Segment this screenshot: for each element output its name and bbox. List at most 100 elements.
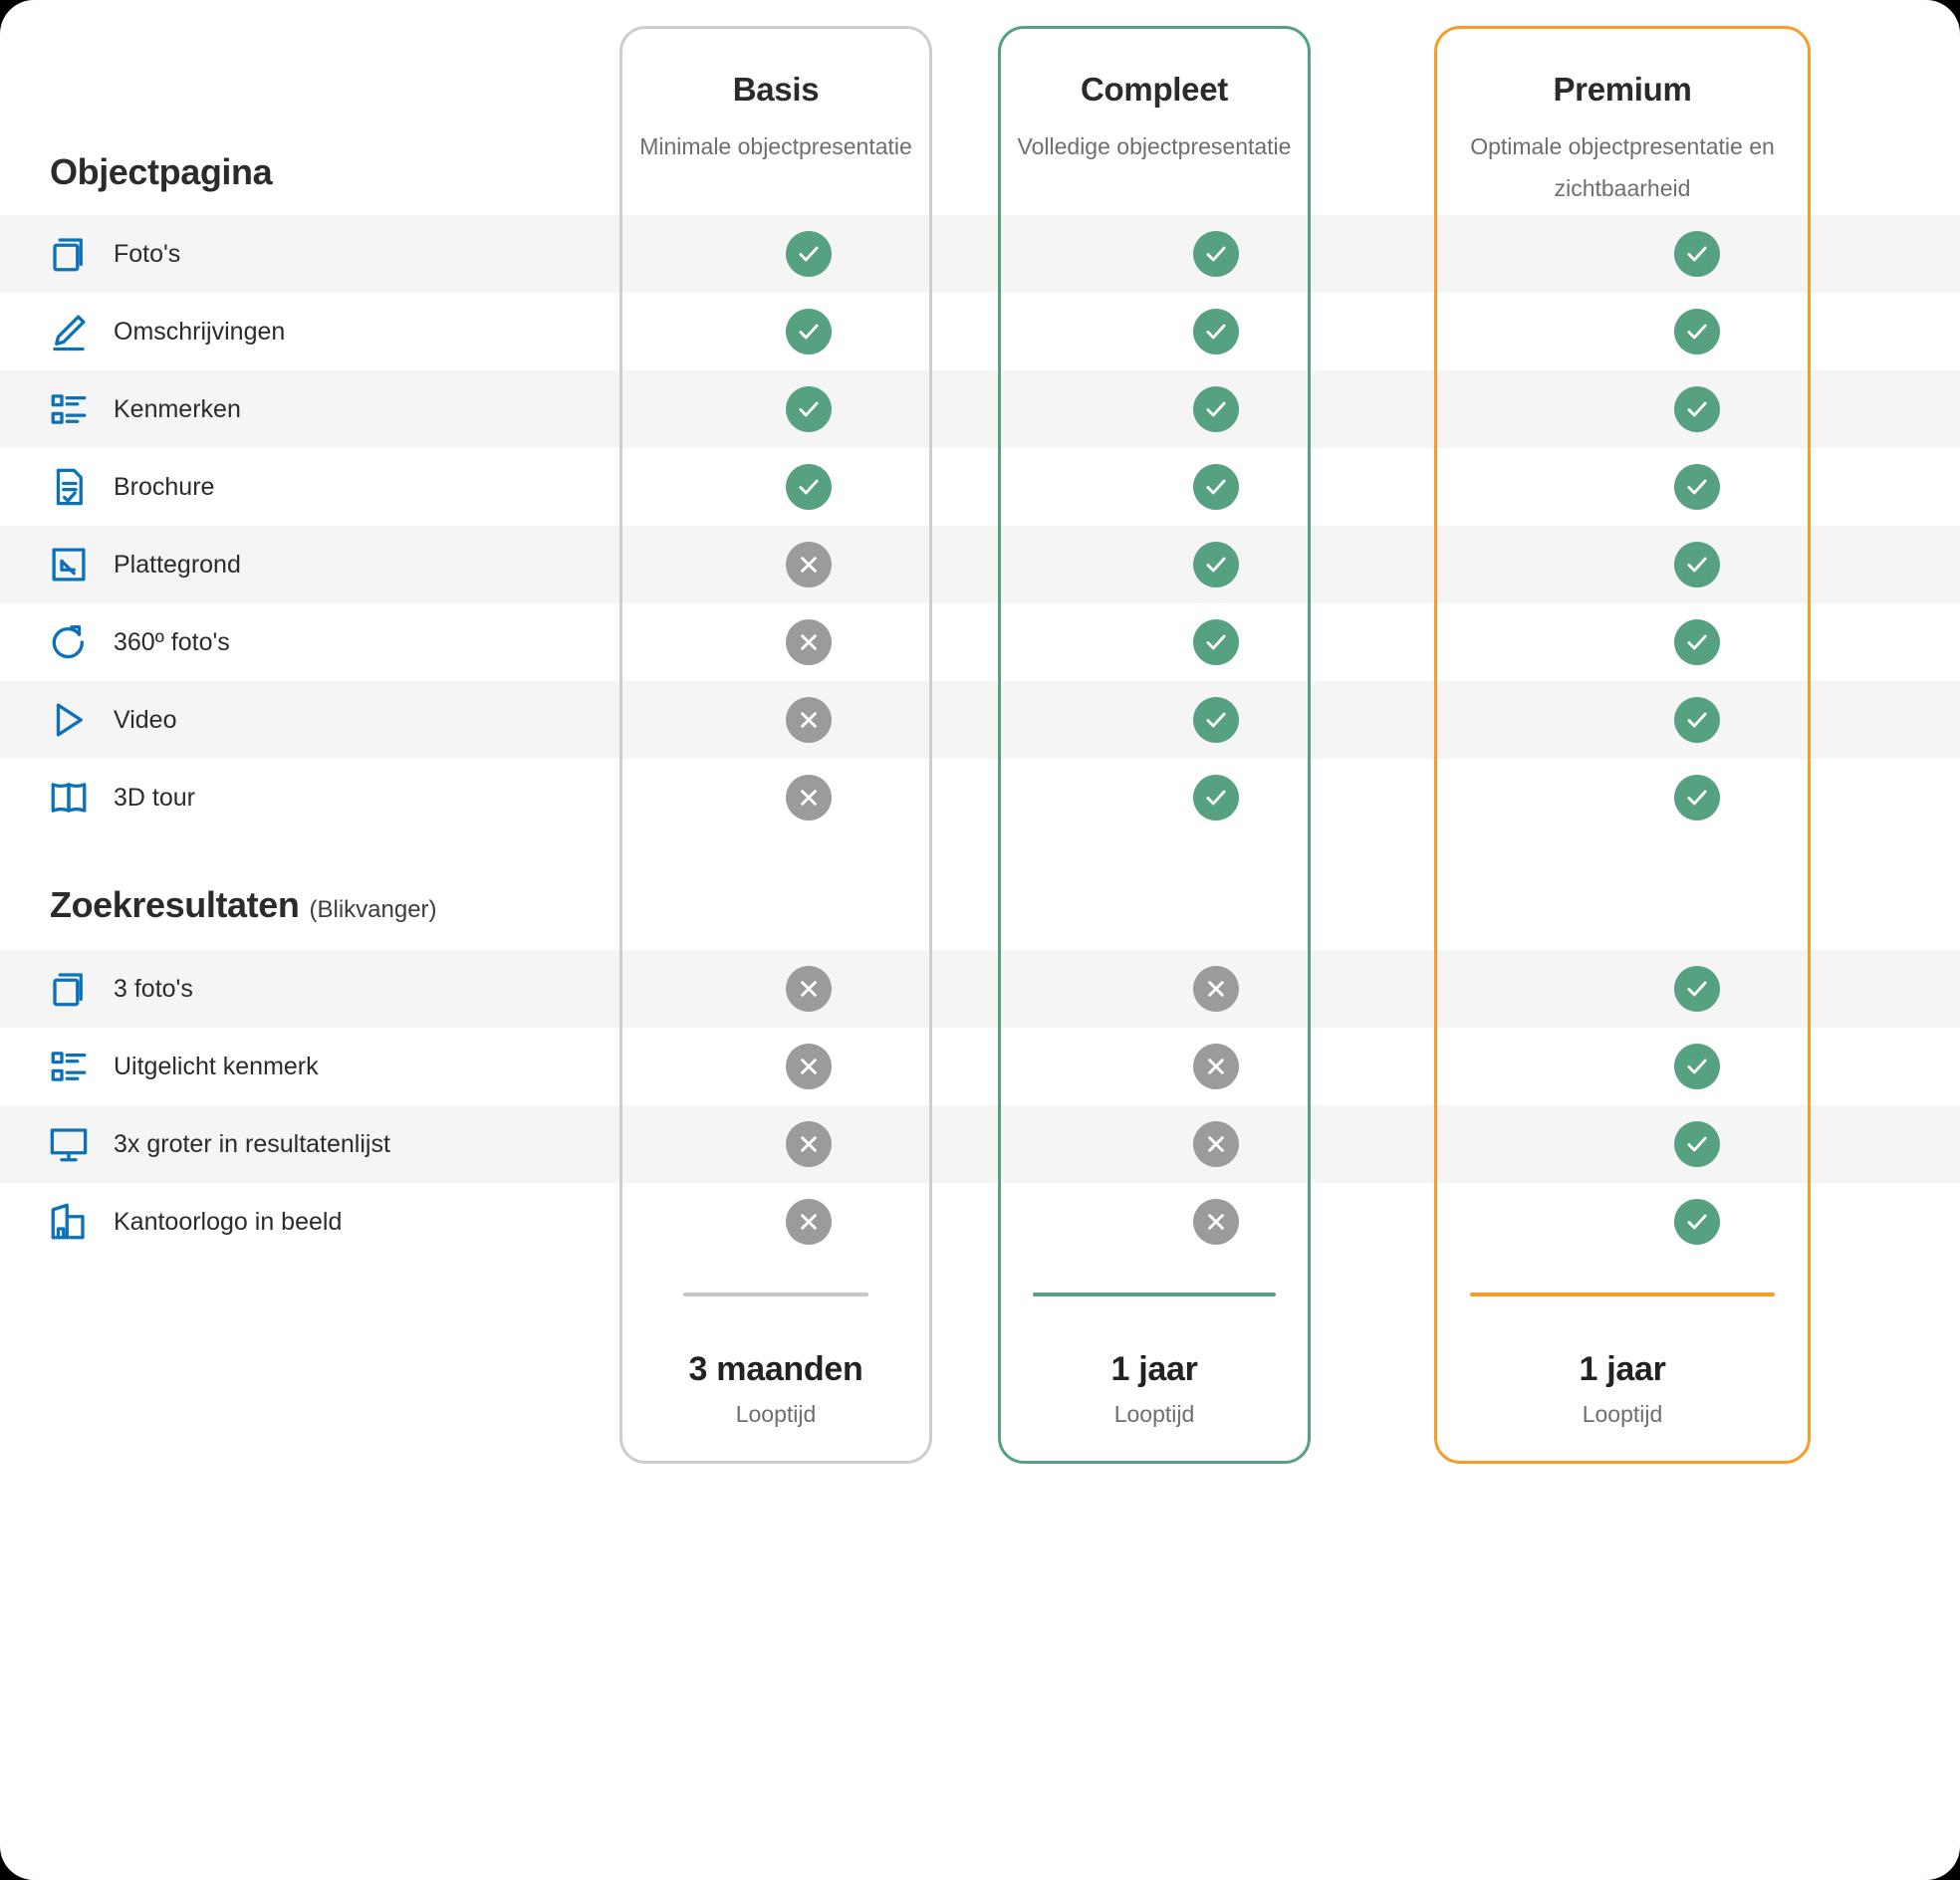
check-circle-icon xyxy=(1193,542,1239,588)
feature-value-cell xyxy=(998,1044,1434,1089)
feature-label-cell: 3 foto's xyxy=(0,966,619,1012)
section-note-zoekresultaten: (Blikvanger) xyxy=(309,896,437,923)
feature-value-cell xyxy=(998,231,1434,277)
check-circle-icon xyxy=(1193,231,1239,277)
feature-label-cell: 3D tour xyxy=(0,775,619,821)
check-circle-icon xyxy=(1674,775,1720,821)
plan-term-label-premium: Looptijd xyxy=(1582,1401,1663,1427)
check-circle-icon xyxy=(1674,1199,1720,1245)
feature-row: 3D tour xyxy=(0,759,1960,836)
x-circle-icon xyxy=(1193,1199,1239,1245)
check-circle-icon xyxy=(786,386,832,432)
feature-row: Kantoorlogo in beeld xyxy=(0,1183,1960,1261)
plan-header-compleet: Compleet Volledige objectpresentatie xyxy=(998,70,1311,167)
feature-value-cell xyxy=(998,1199,1434,1245)
feature-value-cell xyxy=(998,464,1434,510)
plan-term-premium: 1 jaar xyxy=(1579,1350,1666,1388)
feature-value-cell xyxy=(998,386,1434,432)
check-circle-icon xyxy=(1674,966,1720,1012)
feature-value-cell xyxy=(1434,1199,1960,1245)
plan-divider-premium xyxy=(1470,1292,1775,1296)
feature-row: Kenmerken xyxy=(0,370,1960,448)
x-circle-icon xyxy=(1193,966,1239,1012)
feature-value-cell xyxy=(619,1121,998,1167)
plan-term-basis: 3 maanden xyxy=(688,1350,863,1388)
plan-header-premium: Premium Optimale objectpresentatie en zi… xyxy=(1434,70,1811,209)
check-circle-icon xyxy=(786,309,832,354)
feature-label: 360º foto's xyxy=(114,627,230,656)
check-circle-icon xyxy=(1193,619,1239,665)
x-circle-icon xyxy=(786,775,832,821)
play-icon xyxy=(46,697,92,743)
plan-term-compleet: 1 jaar xyxy=(1110,1350,1198,1388)
document-icon xyxy=(46,464,92,510)
feature-value-cell xyxy=(1434,1044,1960,1089)
x-circle-icon xyxy=(786,1044,832,1089)
check-circle-icon xyxy=(1193,775,1239,821)
feature-label-cell: Video xyxy=(0,697,619,743)
check-circle-icon xyxy=(1674,231,1720,277)
feature-value-cell xyxy=(619,1199,998,1245)
feature-value-cell xyxy=(1434,309,1960,354)
plan-divider-compleet xyxy=(1033,1292,1276,1296)
feature-row: 3 foto's xyxy=(0,950,1960,1028)
feature-value-cell xyxy=(998,309,1434,354)
monitor-icon xyxy=(46,1121,92,1167)
feature-value-cell xyxy=(619,619,998,665)
feature-label: Foto's xyxy=(114,239,181,268)
feature-row: Omschrijvingen xyxy=(0,293,1960,370)
check-circle-icon xyxy=(786,231,832,277)
check-circle-icon xyxy=(1193,386,1239,432)
plan-subtitle-compleet: Volledige objectpresentatie xyxy=(1017,133,1292,159)
plan-title-compleet: Compleet xyxy=(1081,71,1228,108)
check-circle-icon xyxy=(1674,309,1720,354)
plan-term-label-compleet: Looptijd xyxy=(1113,1401,1195,1427)
check-circle-icon xyxy=(1674,1044,1720,1089)
check-circle-icon xyxy=(1674,697,1720,743)
feature-label-cell: Kenmerken xyxy=(0,386,619,432)
plan-footer-premium: 1 jaar Looptijd xyxy=(1434,1292,1811,1428)
feature-value-cell xyxy=(619,464,998,510)
photos-icon xyxy=(46,231,92,277)
feature-label: 3x groter in resultatenlijst xyxy=(114,1129,390,1158)
feature-label-cell: Kantoorlogo in beeld xyxy=(0,1199,619,1245)
feature-label: Kantoorlogo in beeld xyxy=(114,1207,343,1236)
feature-value-cell xyxy=(1434,697,1960,743)
feature-label: Video xyxy=(114,705,177,734)
feature-value-cell xyxy=(1434,775,1960,821)
feature-row: Plattegrond xyxy=(0,526,1960,603)
feature-value-cell xyxy=(619,542,998,588)
check-circle-icon xyxy=(1193,309,1239,354)
x-circle-icon xyxy=(786,697,832,743)
feature-value-cell xyxy=(1434,966,1960,1012)
feature-row: 360º foto's xyxy=(0,603,1960,681)
feature-label-cell: Brochure xyxy=(0,464,619,510)
check-circle-icon xyxy=(1674,386,1720,432)
x-circle-icon xyxy=(786,542,832,588)
plan-footer-basis: 3 maanden Looptijd xyxy=(619,1292,932,1428)
list-icon xyxy=(46,386,92,432)
feature-value-cell xyxy=(619,386,998,432)
feature-label-cell: 360º foto's xyxy=(0,619,619,665)
feature-value-cell xyxy=(619,231,998,277)
plan-divider-basis xyxy=(683,1292,868,1296)
check-circle-icon xyxy=(786,464,832,510)
x-circle-icon xyxy=(786,966,832,1012)
feature-value-cell xyxy=(1434,1121,1960,1167)
feature-value-cell xyxy=(1434,386,1960,432)
feature-value-cell xyxy=(998,775,1434,821)
check-circle-icon xyxy=(1674,464,1720,510)
feature-label-cell: Foto's xyxy=(0,231,619,277)
plan-subtitle-premium: Optimale objectpresentatie en zichtbaarh… xyxy=(1470,133,1775,201)
section-title-objectpagina: Objectpagina xyxy=(50,151,273,192)
feature-label-cell: Plattegrond xyxy=(0,542,619,588)
feature-value-cell xyxy=(619,309,998,354)
feature-value-cell xyxy=(619,966,998,1012)
feature-value-cell xyxy=(619,697,998,743)
feature-value-cell xyxy=(619,1044,998,1089)
plan-subtitle-basis: Minimale objectpresentatie xyxy=(639,133,912,159)
plan-title-basis: Basis xyxy=(732,71,820,108)
feature-value-cell xyxy=(1434,542,1960,588)
